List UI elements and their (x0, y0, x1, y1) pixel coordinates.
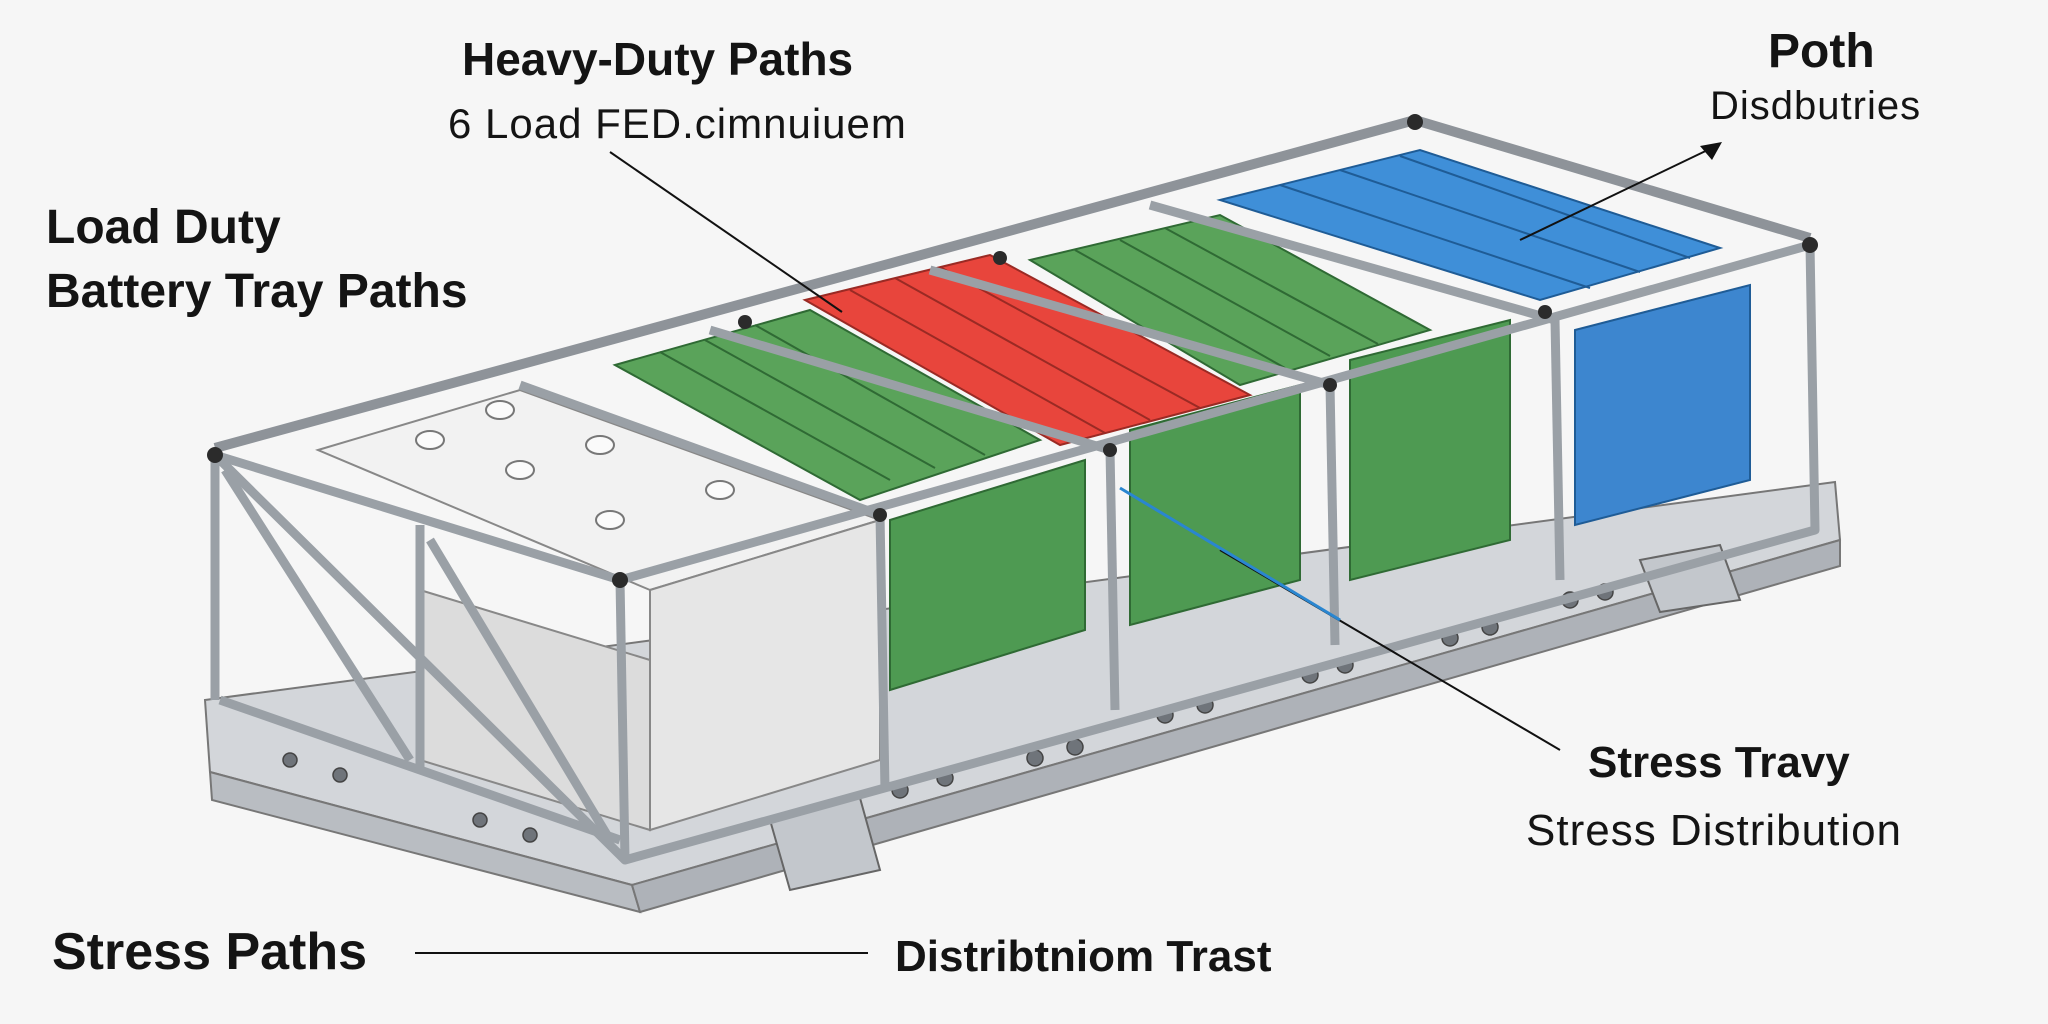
heavy-duty-title: Heavy-Duty Paths (462, 33, 854, 85)
stress-travy-label: Stress Travy (1588, 738, 1850, 787)
module-red (802, 253, 1253, 447)
heavy-duty-subtitle: 6 Load FED.cimnuiuem (448, 100, 907, 147)
module-green-2 (1027, 213, 1511, 627)
stress-paths-label: Stress Paths (52, 923, 368, 981)
stress-line (1119, 486, 1341, 622)
stress-distribution-label: Stress Distribution (1526, 806, 1903, 855)
frame-corners (207, 114, 1818, 588)
load-duty-line1: Load Duty (46, 201, 281, 254)
load-duty-line2: Battery Tray Paths (46, 265, 468, 318)
poth-subtitle: Disdbutries (1710, 84, 1922, 128)
module-blue (1216, 148, 1751, 527)
module-green-1 (612, 308, 1086, 692)
aluminium-frame (210, 200, 1820, 865)
poth-title: Poth (1768, 25, 1875, 78)
arrow-head-icon (1700, 142, 1722, 160)
load-duty-label: Load Duty Battery Tray Paths (46, 196, 468, 324)
distribution-trast-label: Distribtniom Trast (895, 932, 1272, 981)
